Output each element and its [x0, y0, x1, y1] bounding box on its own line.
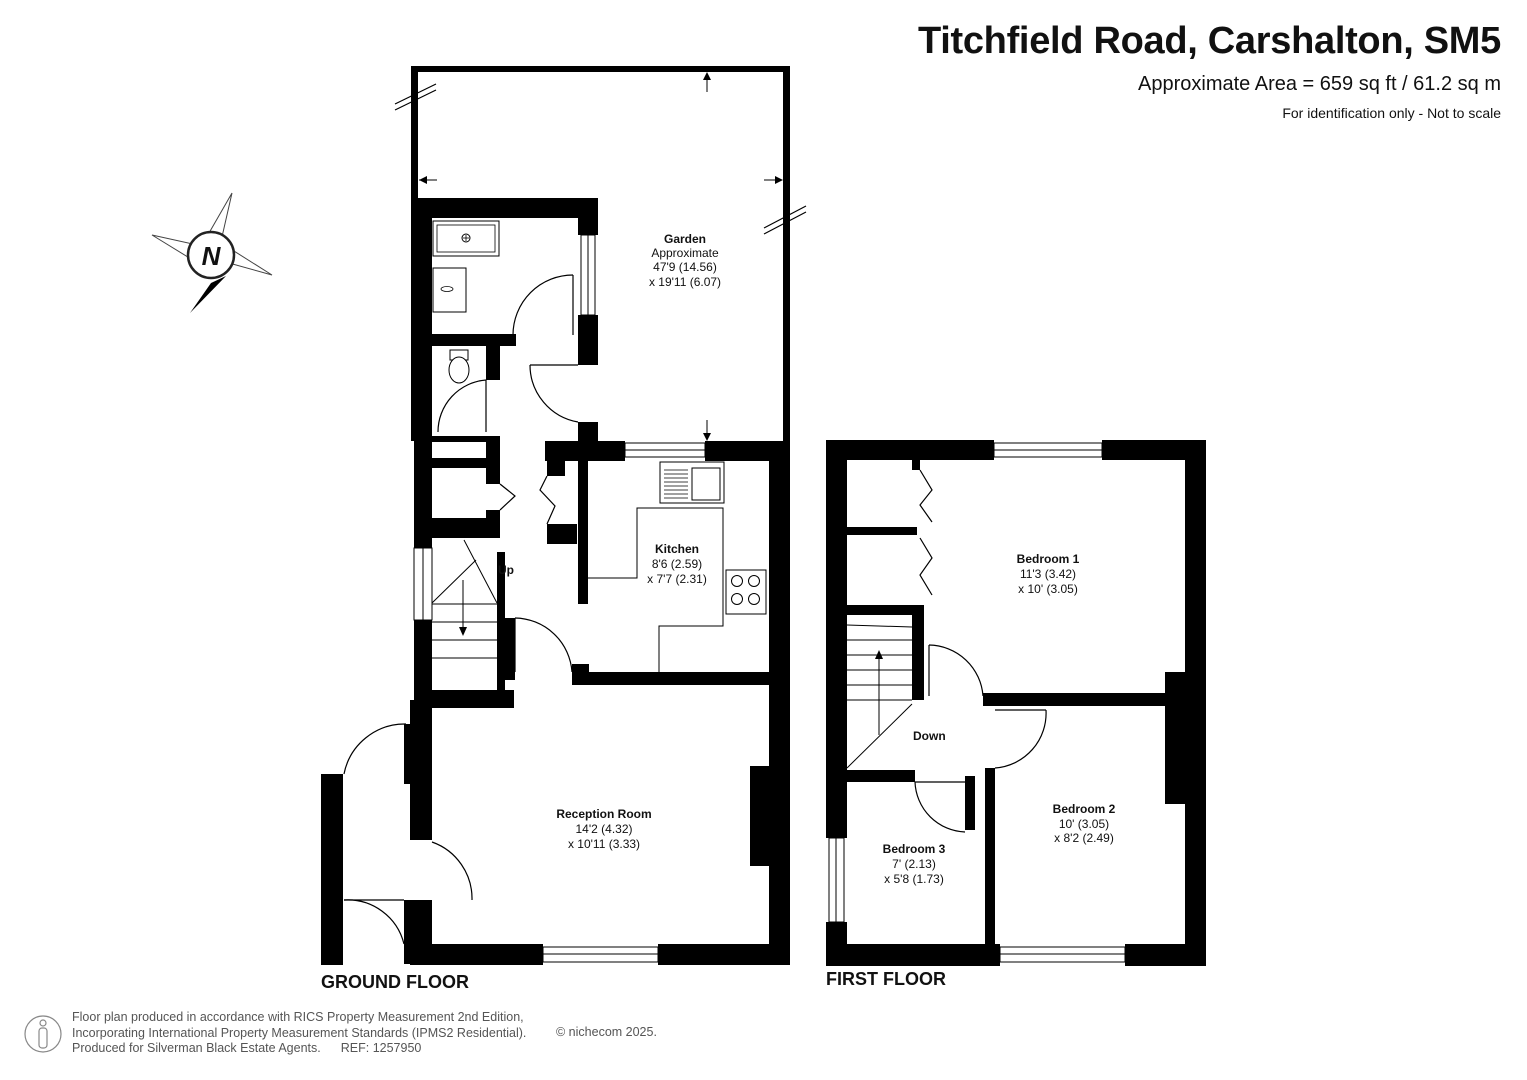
- ground-floor-doors: [343, 274, 579, 945]
- reception-line1: 14'2 (4.32): [576, 822, 633, 836]
- garden-name: Garden: [664, 232, 706, 246]
- garden-line2: 47'9 (14.56): [653, 260, 717, 274]
- kitchen-name: Kitchen: [655, 542, 699, 556]
- copyright-notice: © nichecom 2025.: [556, 1025, 657, 1039]
- bedroom2-line1: 10' (3.05): [1059, 817, 1109, 831]
- ground-floor-label: GROUND FLOOR: [321, 972, 469, 992]
- person-icon: [24, 1015, 62, 1053]
- garden-line3: x 19'11 (6.07): [649, 275, 721, 289]
- bedroom1-name: Bedroom 1: [1017, 552, 1080, 566]
- footer-line3: Produced for Silverman Black Estate Agen…: [72, 1041, 321, 1055]
- bedroom2-line2: x 8'2 (2.49): [1054, 831, 1114, 845]
- compass-north-label: N: [202, 241, 222, 271]
- kitchen-label: Kitchen 8'6 (2.59) x 7'7 (2.31): [647, 542, 707, 586]
- ground-stairs: [431, 539, 498, 659]
- stairs-up-label: Up: [498, 563, 514, 577]
- first-floor-doors: [914, 469, 1047, 833]
- bedroom2-label: Bedroom 2 10' (3.05) x 8'2 (2.49): [1053, 802, 1116, 845]
- bedroom3-name: Bedroom 3: [883, 842, 946, 856]
- footer-notes: Floor plan produced in accordance with R…: [72, 1010, 526, 1057]
- kitchen-line2: x 7'7 (2.31): [647, 572, 707, 586]
- bedroom3-label: Bedroom 3 7' (2.13) x 5'8 (1.73): [883, 842, 946, 886]
- first-floor-walls: [826, 440, 1206, 966]
- stairs-down-label: Down: [913, 729, 946, 743]
- first-floor-label: FIRST FLOOR: [826, 969, 946, 989]
- bedroom2-name: Bedroom 2: [1053, 802, 1116, 816]
- footer-ref: REF: 1257950: [340, 1041, 422, 1055]
- kitchen-line1: 8'6 (2.59): [652, 557, 702, 571]
- reception-name: Reception Room: [556, 807, 651, 821]
- footer-line1: Floor plan produced in accordance with R…: [72, 1010, 524, 1024]
- bedroom1-line1: 11'3 (3.42): [1020, 567, 1076, 581]
- kitchen-fittings: [588, 461, 767, 672]
- garden-line1: Approximate: [651, 246, 719, 260]
- bathroom-fixtures: [432, 220, 500, 384]
- approximate-area: Approximate Area = 659 sq ft / 61.2 sq m: [1138, 73, 1501, 95]
- bedroom3-line1: 7' (2.13): [892, 857, 936, 871]
- garden-label: Garden Approximate 47'9 (14.56) x 19'11 …: [649, 232, 721, 289]
- footer-line2: Incorporating International Property Mea…: [72, 1025, 527, 1040]
- reception-line2: x 10'11 (3.33): [568, 837, 640, 851]
- bedroom1-line2: x 10' (3.05): [1018, 582, 1078, 596]
- bedroom1-label: Bedroom 1 11'3 (3.42) x 10' (3.05): [1017, 552, 1080, 596]
- property-title: Titchfield Road, Carshalton, SM5: [918, 20, 1501, 62]
- first-floor-stairs: [846, 624, 913, 769]
- ground-floor-walls: [321, 198, 790, 965]
- compass-icon: N: [151, 192, 273, 313]
- identification-note: For identification only - Not to scale: [1282, 105, 1501, 121]
- bedroom3-line2: x 5'8 (1.73): [884, 872, 944, 886]
- reception-label: Reception Room 14'2 (4.32) x 10'11 (3.33…: [556, 807, 651, 851]
